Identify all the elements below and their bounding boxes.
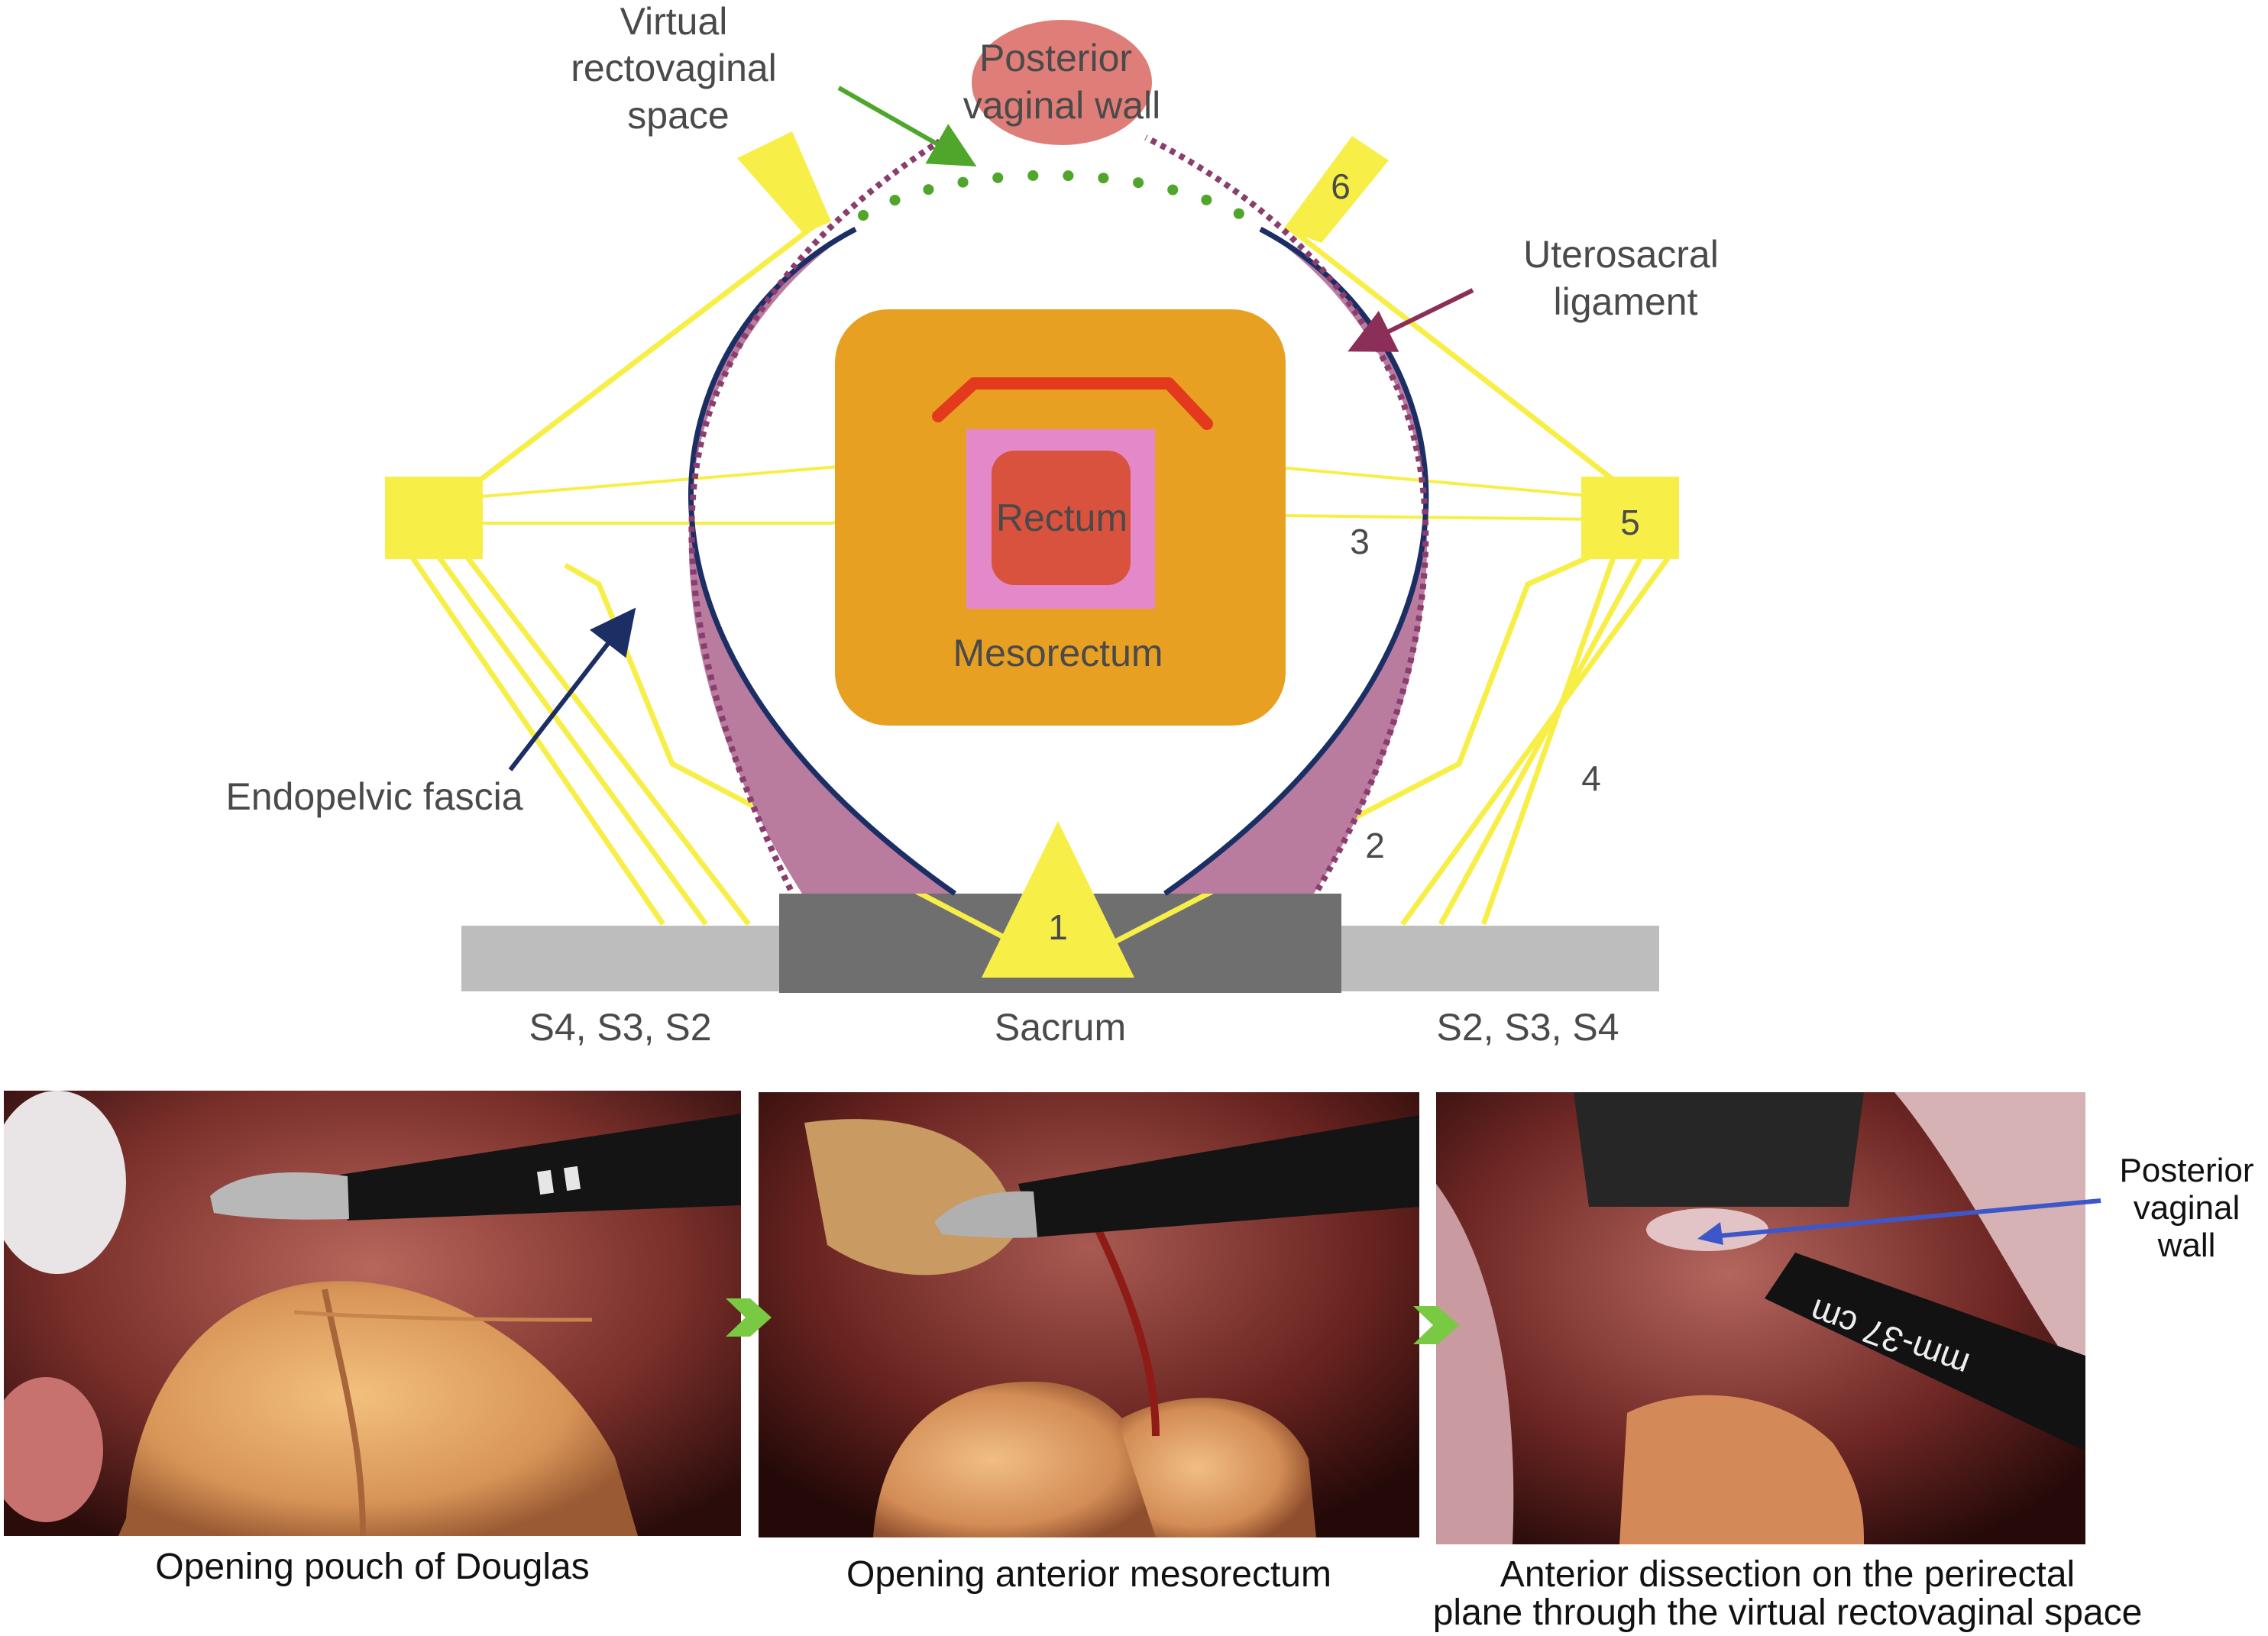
mesorectum-label: Mesorectum bbox=[953, 632, 1163, 674]
number-1: 1 bbox=[1048, 907, 1068, 947]
caption-photo-1-line1: Opening pouch of Douglas bbox=[155, 1547, 590, 1587]
caption-photo-1: Opening pouch of Douglas bbox=[4, 1548, 741, 1586]
branch-tab-left bbox=[737, 131, 831, 234]
caption-photo-3-line2: plane through the virtual rectovaginal s… bbox=[1432, 1592, 2143, 1633]
pelvic-anatomy-diagram: 5 6 Posterior vaginal wall Rectum Mesore… bbox=[225, 0, 1719, 1049]
uterosacral-arrow bbox=[1348, 288, 1474, 352]
branch-tab-right bbox=[1283, 136, 1389, 243]
rectum-label: Rectum bbox=[996, 496, 1128, 539]
uterosacral-ligament-left bbox=[688, 229, 951, 894]
posterior-wall-pointer bbox=[1697, 1198, 2101, 1245]
plexus-box-right bbox=[1581, 477, 1679, 559]
mesorectal-incision bbox=[932, 377, 1213, 430]
sacral-wing-left bbox=[461, 926, 782, 991]
dotted-boundary-right bbox=[1144, 134, 1429, 892]
uterosacral-ligament-right bbox=[1165, 229, 1428, 894]
number-3: 3 bbox=[1350, 522, 1370, 561]
posterior-wall-photo-label-line1: Posterior bbox=[2119, 1152, 2254, 1189]
photo-opening-pouch bbox=[4, 1091, 741, 1536]
virtual-space-dots bbox=[858, 170, 1266, 231]
virtual-space-arrow bbox=[837, 86, 977, 167]
sacral-wing-right bbox=[1338, 926, 1659, 991]
posterior-wall-photo-label-line3: wall bbox=[2157, 1227, 2216, 1264]
uterosacral-label-line1: Uterosacral bbox=[1523, 233, 1719, 276]
sacral-label-left: S4, S3, S2 bbox=[529, 1006, 711, 1049]
plexus-box-left bbox=[385, 477, 483, 559]
step-arrow-1 bbox=[726, 1298, 772, 1337]
virtual-space-label-line2: rectovaginal bbox=[571, 47, 777, 89]
posterior-vaginal-wall-ellipse bbox=[972, 20, 1152, 145]
photo-opening-mesorectum bbox=[759, 1092, 1419, 1537]
number-6: 6 bbox=[1331, 167, 1351, 206]
uterosacral-label-line2: ligament bbox=[1554, 280, 1698, 323]
number-4: 4 bbox=[1581, 758, 1601, 798]
posterior-wall-photo-label-line2: vaginal bbox=[2133, 1189, 2240, 1227]
sacral-label-right: S2, S3, S4 bbox=[1436, 1006, 1619, 1049]
caption-photo-3-line1: Anterior dissection on the perirectal bbox=[1500, 1554, 2075, 1595]
posterior-wall-photo-label: Posterior vaginal wall bbox=[2108, 1152, 2265, 1264]
endopelvic-arrow bbox=[508, 607, 636, 771]
virtual-space-label-line1: Virtual bbox=[620, 0, 728, 43]
sacrum-label: Sacrum bbox=[995, 1006, 1126, 1049]
sacral-promontory-triangle bbox=[982, 821, 1134, 978]
caption-photo-2: Opening anterior mesorectum bbox=[759, 1556, 1419, 1594]
posterior-wall-label-line2: vaginal wall bbox=[963, 84, 1160, 127]
photo-anterior-dissection: mm-37 cm bbox=[1436, 1092, 2085, 1544]
rectum-block bbox=[992, 451, 1131, 585]
endopelvic-label: Endopelvic fascia bbox=[225, 775, 523, 818]
caption-photo-3: Anterior dissection on the perirectal pl… bbox=[1406, 1556, 2169, 1632]
dotted-boundary-left bbox=[688, 138, 942, 891]
virtual-space-label-line3: space bbox=[627, 94, 729, 137]
number-5: 5 bbox=[1620, 503, 1640, 542]
step-arrow-2 bbox=[1413, 1306, 1459, 1344]
number-2: 2 bbox=[1365, 826, 1385, 865]
posterior-wall-label-line1: Posterior bbox=[979, 37, 1132, 79]
caption-photo-2-line1: Opening anterior mesorectum bbox=[846, 1554, 1331, 1595]
